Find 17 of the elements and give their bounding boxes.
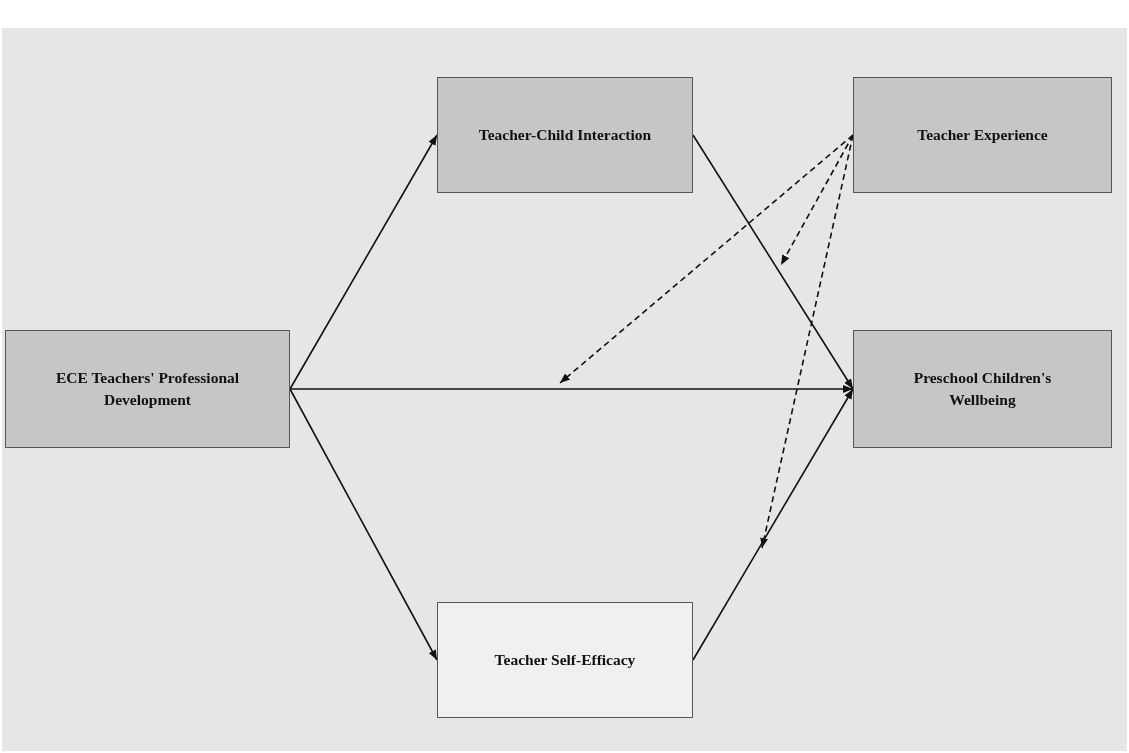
variable-box	[853, 77, 1112, 193]
variable-box	[5, 330, 290, 448]
box-label: ECE Teachers' Professional Development	[54, 367, 241, 410]
arrow	[289, 134, 438, 390]
arrow	[289, 385, 854, 393]
dashed-arrow	[780, 134, 854, 266]
variable-box	[437, 602, 693, 718]
box-label: Teacher Self-Efficacy	[493, 649, 637, 670]
arrow	[289, 388, 438, 661]
dashed-arrow	[559, 134, 854, 384]
arrow	[692, 388, 854, 661]
box-label: Teacher Experience	[916, 124, 1049, 145]
variable-box	[853, 330, 1112, 448]
variable-box	[437, 77, 693, 193]
arrow	[692, 134, 854, 390]
box-label: Teacher-Child Interaction	[477, 124, 653, 145]
box-label: Preschool Children's Wellbeing	[912, 367, 1053, 410]
